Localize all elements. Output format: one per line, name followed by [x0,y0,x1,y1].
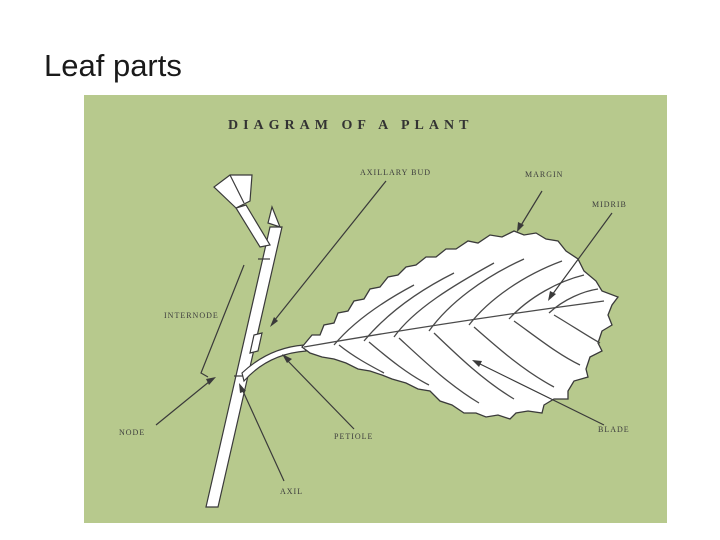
label-axillary-bud: AXILLARY BUD [360,168,431,177]
label-axil: AXIL [280,487,303,496]
label-internode: INTERNODE [164,311,219,320]
leaf-blade [302,231,618,419]
plant-diagram: DIAGRAM OF A PLANT [84,95,667,523]
slide-title: Leaf parts [44,48,182,84]
diagram-title: DIAGRAM OF A PLANT [228,118,473,133]
label-petiole: PETIOLE [334,432,373,441]
stem [206,227,282,507]
internode-bracket [201,265,244,377]
label-margin: MARGIN [525,170,563,179]
label-blade: BLADE [598,425,630,434]
label-node: NODE [119,428,145,437]
label-midrib: MIDRIB [592,200,627,209]
plant-diagram-svg: DIAGRAM OF A PLANT [84,95,667,523]
